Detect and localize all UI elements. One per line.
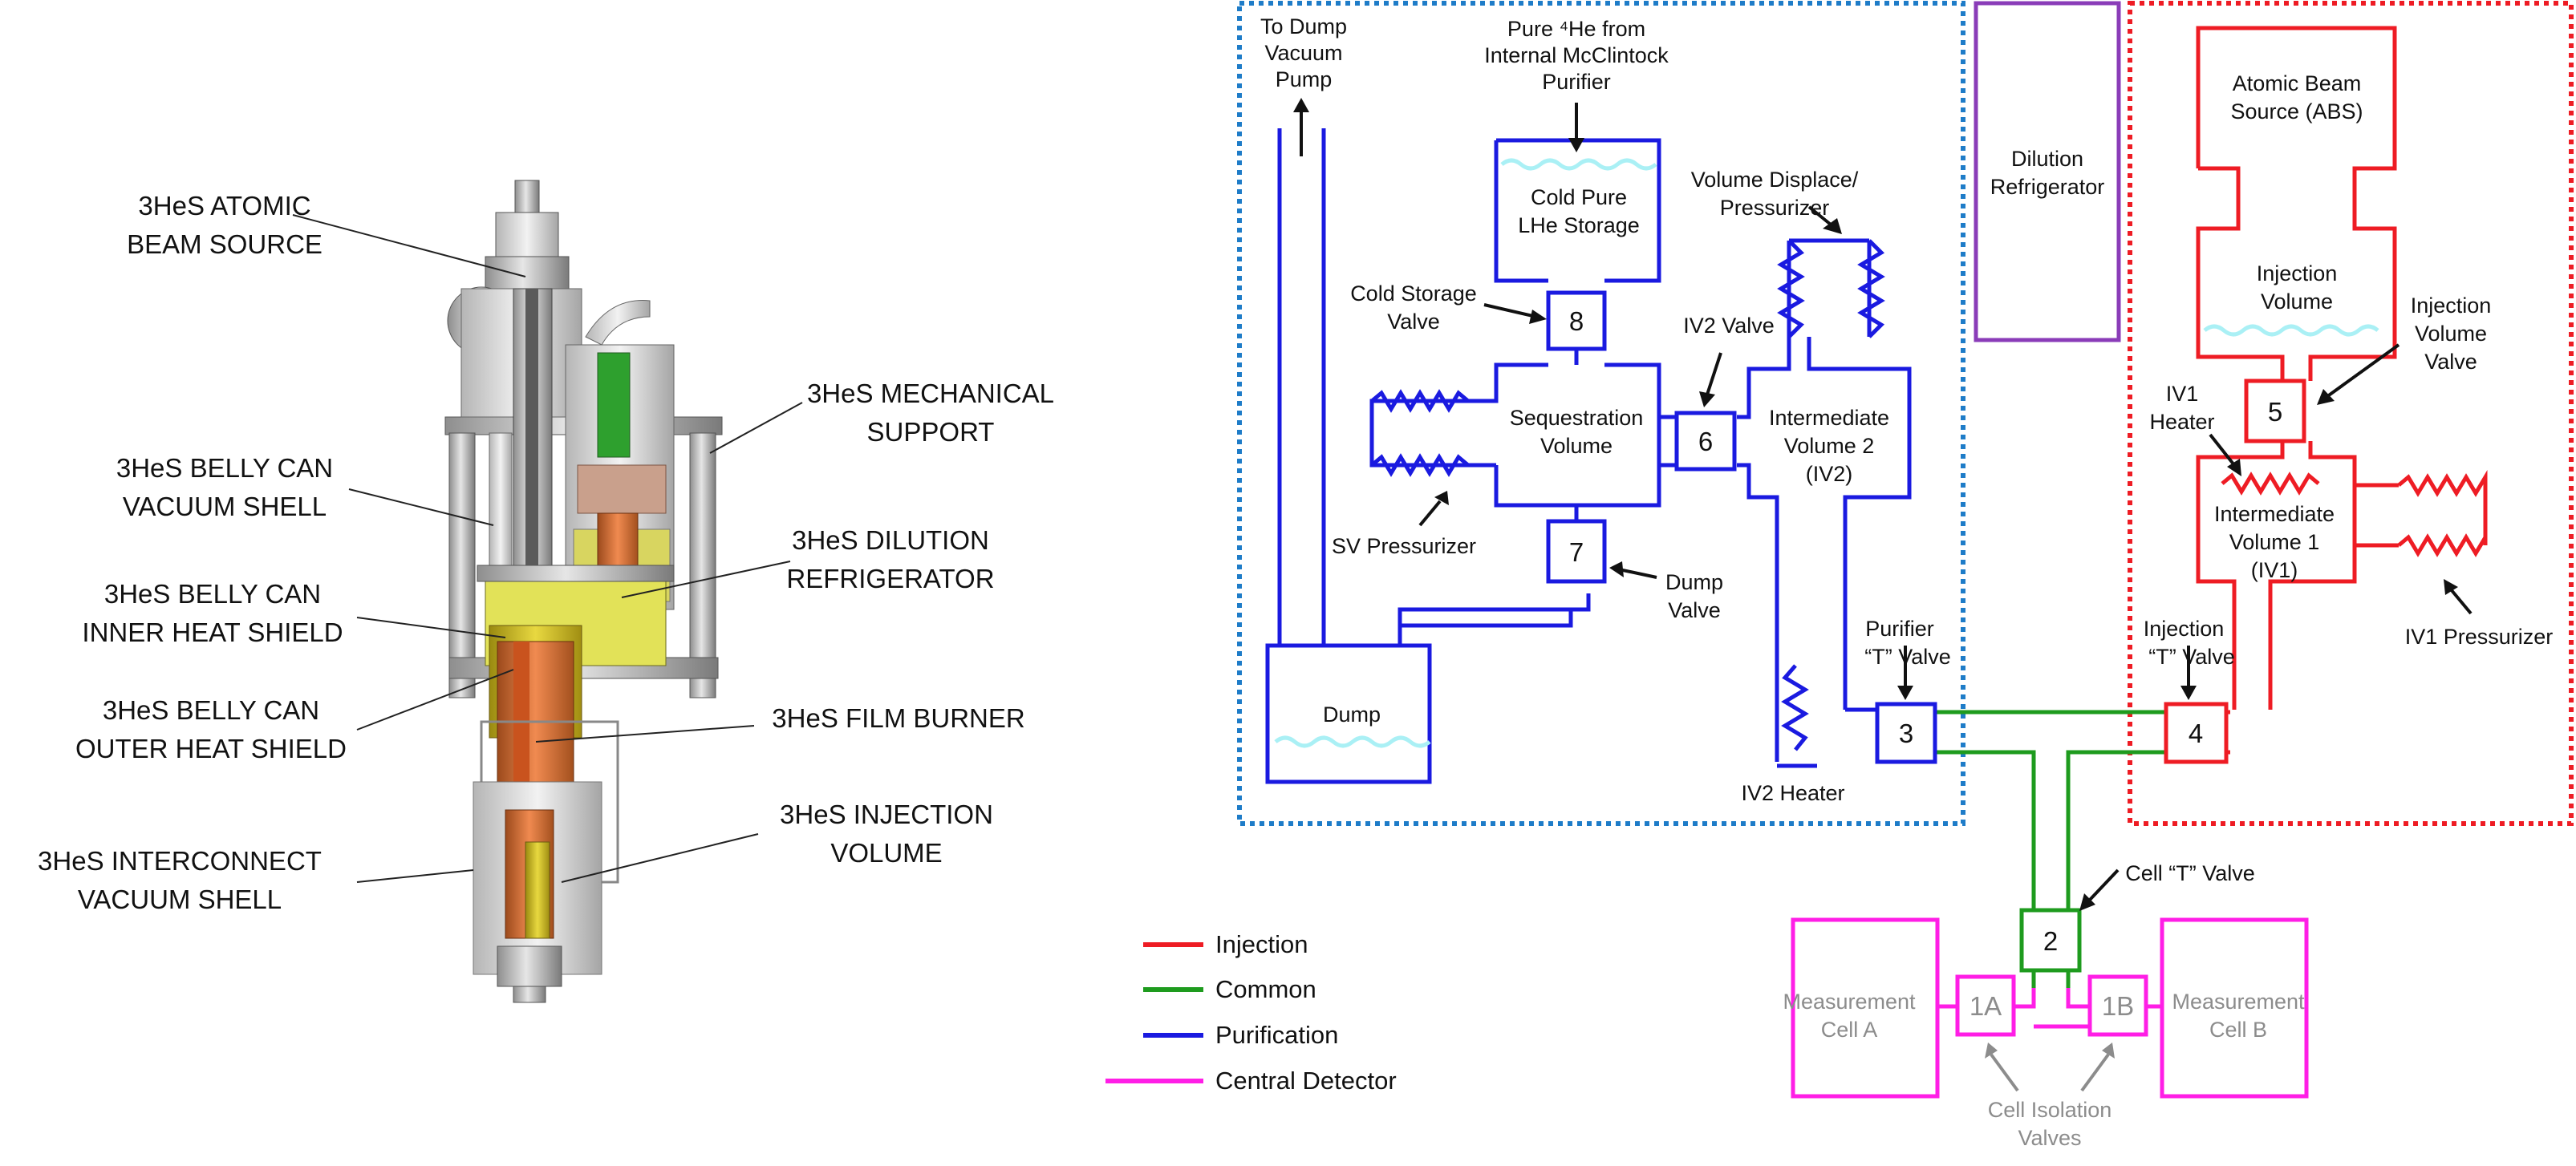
label-cold-storage: Cold PureLHe Storage (1518, 185, 1640, 237)
legend-item-injection: Injection (1143, 930, 1308, 958)
svg-text:Central Detector: Central Detector (1215, 1067, 1397, 1095)
label-inner-heat-shield: 3HeS BELLY CANINNER HEAT SHIELD (82, 579, 343, 647)
valve-7[interactable]: 7 (1548, 521, 1604, 581)
label-volume-displace: Volume Displace/Pressurizer (1691, 168, 1859, 220)
label-belly-vacuum: 3HeS BELLY CANVACUUM SHELL (116, 453, 333, 521)
label-abs: Atomic BeamSource (ABS) (2230, 71, 2363, 123)
isolation-arrows (1985, 1043, 2115, 1091)
valve-8[interactable]: 8 (1548, 293, 1604, 349)
label-cold-storage-valve: Cold StorageValve (1350, 281, 1477, 334)
legend-item-common: Common (1143, 975, 1316, 1003)
label-iv2-heater: IV2 Heater (1741, 781, 1844, 805)
label-iv1-heater: IV1Heater (2149, 382, 2214, 434)
svg-text:8: 8 (1569, 306, 1584, 336)
label-cell-b: MeasurementCell B (2172, 990, 2305, 1042)
svg-text:Common: Common (1215, 975, 1316, 1003)
label-pure-he: Pure ⁴He fromInternal McClintockPurifier (1484, 17, 1669, 94)
valve-5[interactable]: 5 (2246, 381, 2304, 441)
label-sv-pressurizer: SV Pressurizer (1332, 534, 1476, 558)
svg-text:Purification: Purification (1215, 1021, 1338, 1049)
valve-1b[interactable]: 1B (2090, 977, 2146, 1034)
label-outer-heat-shield: 3HeS BELLY CANOUTER HEAT SHIELD (75, 695, 347, 763)
dump-liquid-wave (1276, 738, 1430, 746)
cad-illustration (445, 180, 722, 1002)
label-cell-t: Cell “T” Valve (2125, 861, 2255, 885)
label-cell-a: MeasurementCell A (1783, 990, 1916, 1042)
svg-text:1B: 1B (2102, 991, 2134, 1021)
label-dilution-refrigerator-box: DilutionRefrigerator (1990, 147, 2105, 199)
iv1-heater-coil (2222, 476, 2318, 492)
label-interconnect: 3HeS INTERCONNECTVACUUM SHELL (38, 846, 322, 914)
svg-text:3: 3 (1899, 719, 1913, 748)
valve-1a[interactable]: 1A (1957, 977, 2014, 1034)
valve-4[interactable]: 4 (2166, 704, 2226, 762)
svg-text:Injection: Injection (1215, 930, 1308, 958)
label-atomic-beam: 3HeS ATOMICBEAM SOURCE (127, 191, 323, 259)
svg-text:1A: 1A (1970, 991, 2002, 1021)
label-dump: Dump (1323, 702, 1381, 727)
label-iv2-valve: IV2 Valve (1683, 314, 1775, 338)
svg-text:6: 6 (1698, 427, 1713, 456)
svg-text:4: 4 (2189, 719, 2203, 748)
label-injection-volume: 3HeS INJECTIONVOLUME (780, 800, 993, 868)
label-injection-t: Injection“T” Valve (2144, 617, 2235, 669)
label-purifier-t: Purifier“T” Valve (1864, 617, 1951, 669)
label-film-burner: 3HeS FILM BURNER (772, 703, 1024, 733)
cold-storage-liquid-wave (1502, 160, 1656, 168)
valve-6[interactable]: 6 (1677, 413, 1734, 469)
label-sequestration: SequestrationVolume (1510, 406, 1644, 458)
valve-2[interactable]: 2 (2022, 910, 2079, 970)
label-intermediate1: IntermediateVolume 1(IV1) (2214, 502, 2335, 582)
label-dump-valve: DumpValve (1665, 570, 1723, 622)
label-intermediate2: IntermediateVolume 2(IV2) (1769, 406, 1889, 486)
iv1-pressurizer-bellows (2399, 477, 2485, 553)
legend: Injection Common Purification Central De… (1105, 930, 1397, 1095)
label-injection-volume-valve: InjectionVolumeValve (2411, 294, 2492, 374)
injection-volume-liquid-wave (2205, 326, 2378, 334)
label-mechanical-support: 3HeS MECHANICALSUPPORT (807, 379, 1054, 447)
label-to-dump: To DumpVacuumPump (1260, 14, 1347, 91)
detector-labels: MeasurementCell A MeasurementCell B Cell… (1783, 990, 2305, 1150)
label-injection-volume: InjectionVolume (2257, 261, 2338, 314)
valve-3[interactable]: 3 (1877, 704, 1935, 762)
legend-item-central-detector: Central Detector (1105, 1067, 1397, 1095)
iv2-heater-coil (1785, 666, 1805, 750)
svg-text:7: 7 (1569, 537, 1584, 567)
svg-text:2: 2 (2043, 926, 2058, 956)
label-isolation-valves: Cell IsolationValves (1988, 1098, 2112, 1150)
volume-displace-bellows (1781, 241, 1881, 337)
label-iv1-pressurizer: IV1 Pressurizer (2405, 625, 2554, 649)
dilution-refrigerator-box (1976, 3, 2119, 340)
svg-text:5: 5 (2268, 397, 2282, 427)
label-dilution-refrigerator: 3HeS DILUTIONREFRIGERATOR (786, 525, 994, 593)
legend-item-purification: Purification (1143, 1021, 1338, 1049)
sv-pressurizer-bellows (1372, 393, 1468, 473)
